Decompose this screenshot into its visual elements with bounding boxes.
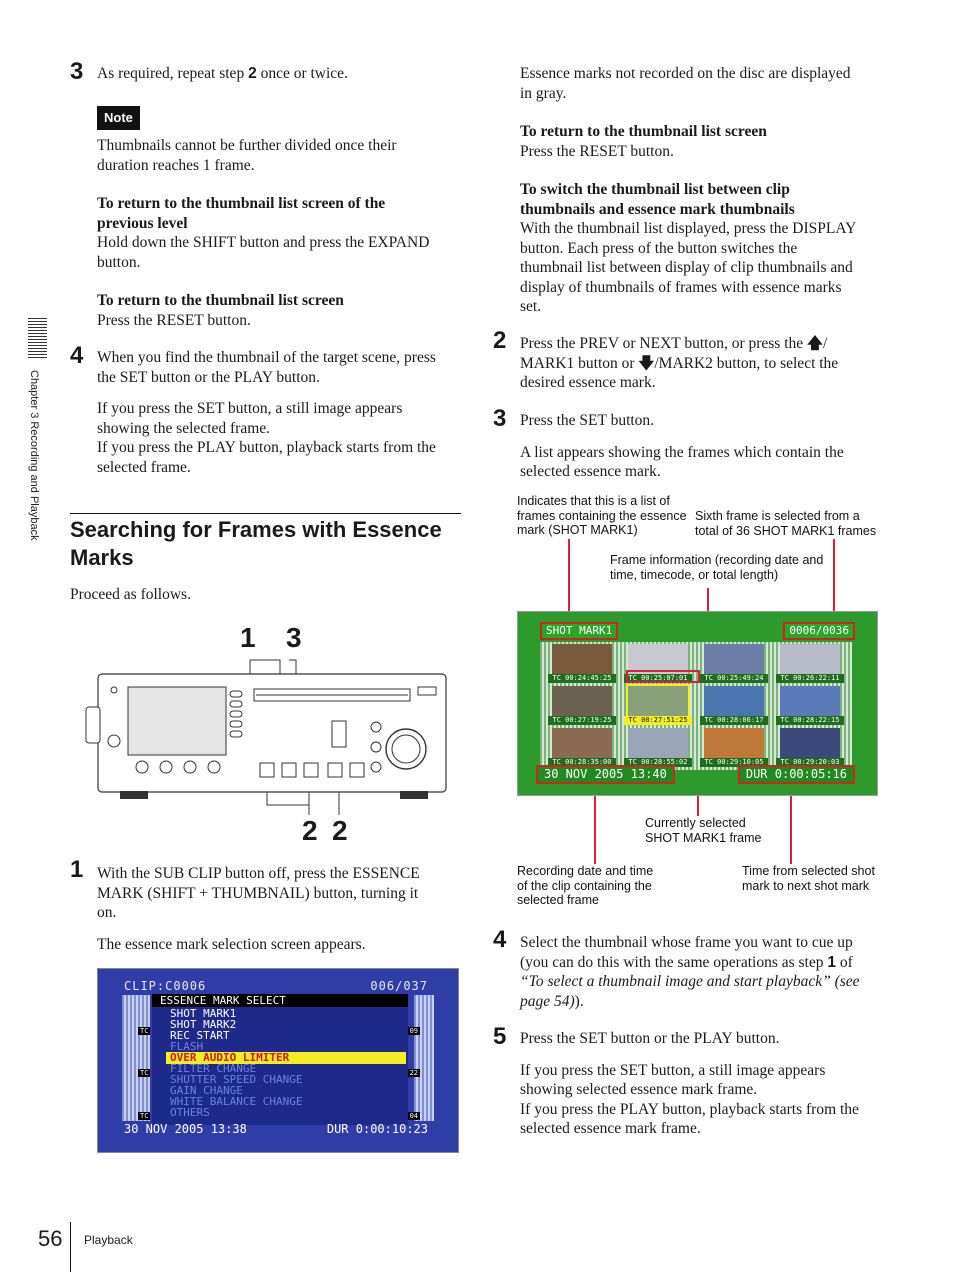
- return-previous-heading: To return to the thumbnail list screen o…: [97, 195, 386, 212]
- thumbnail[interactable]: TC 00:28:55:02: [624, 728, 692, 768]
- return-previous-section: To return to the thumbnail list screen o…: [97, 195, 430, 271]
- thumbnail-selected[interactable]: TC 00:27:51:25: [624, 684, 692, 726]
- thumbnail[interactable]: TC 00:24:45:25: [548, 644, 616, 684]
- right-return-list-section: To return to the thumbnail list screen P…: [520, 123, 767, 160]
- right-step-3-text: Press the SET button. A list appears sho…: [520, 412, 844, 480]
- essence-mark-menu: ESSENCE MARK SELECT SHOT MARK1 SHOT MARK…: [152, 994, 408, 1125]
- right-step-4-text: Select the thumbnail whose frame you wan…: [520, 934, 860, 1010]
- note-badge: Note: [97, 106, 140, 130]
- leader-line: [790, 780, 792, 864]
- figure-label-3: 3: [286, 622, 302, 653]
- thumbnail-strip-left: [122, 995, 150, 1121]
- page-number: 56: [38, 1226, 63, 1251]
- frame-info-highlight: [626, 670, 700, 683]
- right-step-3-number: 3: [493, 405, 507, 432]
- thumbnail[interactable]: TC 00:28:22:15: [776, 686, 844, 726]
- leader-line: [594, 780, 596, 864]
- up-arrow-icon: 🡅: [807, 334, 823, 352]
- step-1-text: With the SUB CLIP button off, press the …: [97, 865, 420, 953]
- clip-id: CLIP:C0006: [124, 979, 207, 993]
- footer-divider: [70, 1222, 71, 1272]
- menu-title: ESSENCE MARK SELECT: [152, 994, 408, 1007]
- leader-line: [568, 539, 570, 623]
- right-step-4-number: 4: [493, 926, 507, 953]
- menu-item-others[interactable]: OTHERS: [170, 1106, 210, 1119]
- switch-thumbnails-section: To switch the thumbnail list between cli…: [520, 181, 857, 315]
- switch-heading: To switch the thumbnail list between cli…: [520, 181, 790, 198]
- section-rule: [70, 513, 461, 514]
- thumbnail[interactable]: TC 00:25:07:01: [624, 644, 692, 684]
- right-step-5-text: Press the SET button or the PLAY button.…: [520, 1030, 859, 1137]
- menu-item-shot-mark2[interactable]: SHOT MARK2: [170, 1018, 237, 1031]
- right-step-5-number: 5: [493, 1023, 507, 1050]
- chapter-tab-label: Chapter 3 Recording and Playback: [28, 370, 40, 541]
- thumbnail-grid: TC 00:24:45:25 TC 00:25:07:01 TC 00:25:4…: [540, 642, 852, 770]
- chapter-tab-marker: [28, 318, 47, 360]
- step-1-number: 1: [70, 856, 84, 883]
- figure-label-2b: 2: [332, 815, 348, 846]
- figure-label-2a: 2: [302, 815, 318, 846]
- note-text: Thumbnails cannot be further divided onc…: [97, 137, 397, 174]
- right-return-list-heading: To return to the thumbnail list screen: [520, 123, 767, 140]
- thumbnail[interactable]: TC 00:28:06:17: [700, 686, 768, 726]
- essence-mark-select-screen: CLIP:C0006 006/037 TC TC TC 09 22 04 ESS…: [97, 968, 459, 1153]
- step-4-number: 4: [70, 342, 84, 369]
- side-number: 09: [407, 1027, 420, 1035]
- shot-mark-thumbnail-screen: SHOT MARK1 0006/0036 TC 00:24:45:25 TC 0…: [517, 611, 878, 796]
- thumbnail[interactable]: TC 00:27:19:25: [548, 686, 616, 726]
- duration: DUR 0:00:10:23: [326, 1122, 428, 1136]
- list-type-tag: SHOT MARK1: [540, 622, 619, 640]
- duration: DUR 0:00:05:16: [737, 765, 855, 784]
- step-4-text: When you find the thumbnail of the targe…: [97, 349, 436, 476]
- recording-date: 30 NOV 2005 13:38: [124, 1122, 247, 1136]
- footer-section-label: Playback: [84, 1233, 133, 1247]
- thumbnail[interactable]: TC 00:25:49:24: [700, 644, 768, 684]
- menu-item-filter-change[interactable]: FILTER CHANGE: [170, 1062, 257, 1075]
- cross-reference-link[interactable]: “To select a thumbnail image and start p…: [520, 973, 860, 990]
- menu-item-shot-mark1[interactable]: SHOT MARK1: [170, 1007, 237, 1020]
- step-3-number: 3: [70, 58, 84, 85]
- menu-item-rec-start[interactable]: REC START: [170, 1029, 230, 1042]
- menu-item-gain-change[interactable]: GAIN CHANGE: [170, 1084, 243, 1097]
- tc-label: TC: [138, 1112, 151, 1120]
- side-number: 22: [407, 1069, 420, 1077]
- tc-label: TC: [138, 1069, 151, 1077]
- frame-count-tag: 0006/0036: [783, 622, 855, 640]
- deck-illustration: [85, 659, 447, 815]
- menu-item-shutter-speed-change[interactable]: SHUTTER SPEED CHANGE: [170, 1073, 303, 1086]
- thumbnail[interactable]: TC 00:29:20:03: [776, 728, 844, 768]
- menu-item-white-balance-change[interactable]: WHITE BALANCE CHANGE: [170, 1095, 303, 1108]
- thumbnail[interactable]: TC 00:26:22:11: [776, 644, 844, 684]
- right-step-2-text: Press the PREV or NEXT button, or press …: [520, 334, 839, 391]
- side-number: 04: [407, 1112, 420, 1120]
- step-3-text: As required, repeat step 2 once or twice…: [97, 65, 348, 82]
- down-arrow-icon: 🡇: [638, 353, 655, 372]
- thumbnail[interactable]: TC 00:28:35:00: [548, 728, 616, 768]
- menu-item-flash[interactable]: FLASH: [170, 1040, 204, 1053]
- figure-label-1: 1: [240, 622, 256, 653]
- thumbnail[interactable]: TC 00:29:10:05: [700, 728, 768, 768]
- clip-count: 006/037: [370, 979, 428, 993]
- return-list-section: To return to the thumbnail list screen P…: [97, 292, 344, 329]
- thumbnail-strip-right: [414, 995, 434, 1121]
- tc-label: TC: [138, 1027, 151, 1035]
- return-list-heading: To return to the thumbnail list screen: [97, 292, 344, 309]
- leader-line: [833, 539, 835, 623]
- right-step-2-number: 2: [493, 327, 507, 354]
- menu-item-over-audio-limiter[interactable]: OVER AUDIO LIMITER: [166, 1052, 406, 1064]
- section-intro: Proceed as follows.: [70, 586, 191, 603]
- gray-marks-note: Essence marks not recorded on the disc a…: [520, 65, 851, 102]
- recording-date: 30 NOV 2005 13:40: [536, 765, 675, 784]
